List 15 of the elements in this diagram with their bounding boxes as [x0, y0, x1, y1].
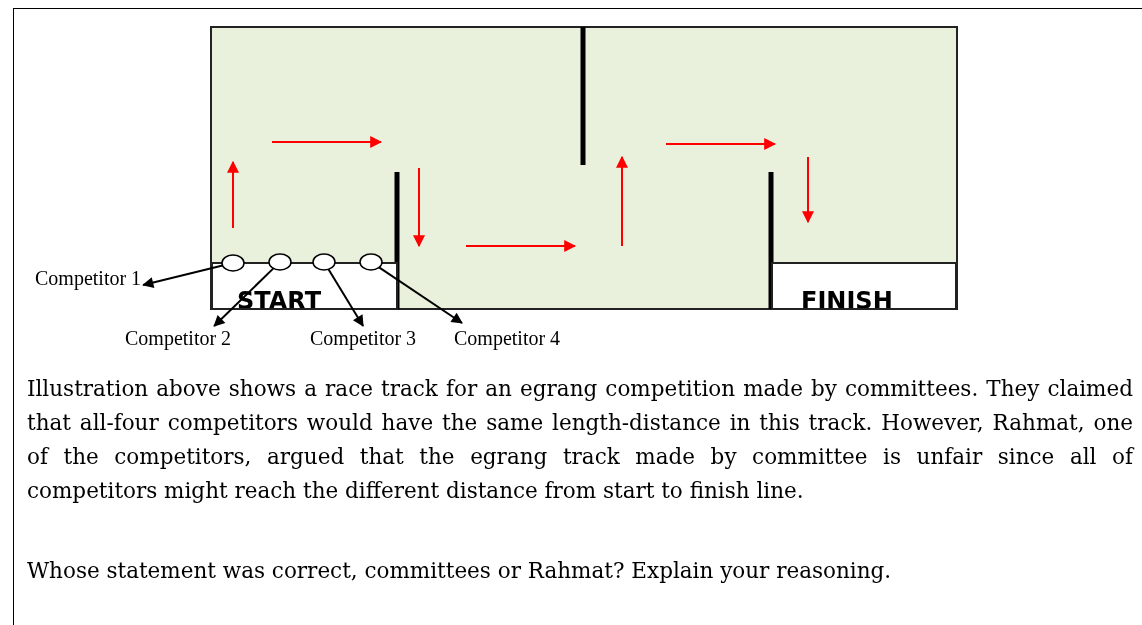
- paragraph: Whose statement was correct, committees or Rahmat? Explain your reasoning.: [27, 557, 893, 585]
- competitor-marker: [221, 254, 245, 272]
- paragraph: Illustration above shows a race track for an egrang competition made by committees. They claimed that all-four competitors would have the same length-distance in this track. However, Rahmat, one of the competitors, argued that the egrang track made by committee is unfair since all of competitors might reach the different distance from start to finish line.: [27, 375, 1133, 505]
- competitor-marker: [268, 253, 292, 271]
- competitor-marker: [359, 253, 383, 271]
- competitor-label: Competitor 3: [310, 327, 417, 349]
- competitor-label: Competitor 1: [35, 267, 142, 289]
- leader-line: [213, 267, 275, 327]
- competitor-label: Competitor 4: [454, 327, 561, 349]
- zone-box: [771, 262, 957, 310]
- leader-line: [327, 268, 365, 327]
- leader-line: [378, 266, 463, 324]
- leader-line: [142, 264, 224, 289]
- competitor-marker: [312, 253, 336, 271]
- competitor-label: Competitor 2: [125, 327, 232, 349]
